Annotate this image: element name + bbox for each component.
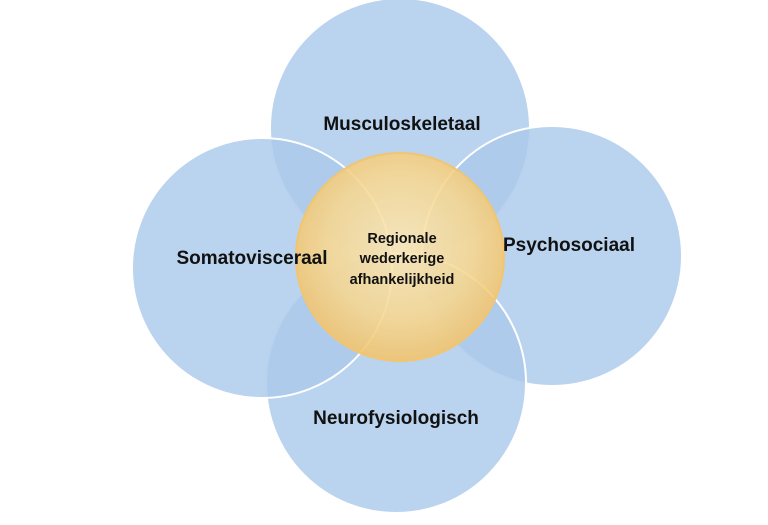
center-label-line-2: wederkerige (359, 251, 445, 267)
label-neurofysiologisch: Neurofysiologisch (313, 408, 479, 429)
label-somatovisceraal: Somatovisceraal (176, 248, 327, 269)
center-label-line-3: afhankelijkheid (350, 272, 455, 288)
label-psychosociaal: Psychosociaal (503, 235, 635, 256)
label-musculoskeletaal: Musculoskeletaal (323, 114, 480, 135)
center-label: Regionale wederkerige afhankelijkheid (350, 231, 455, 288)
center-label-line-1: Regionale (367, 231, 436, 247)
circle-center (295, 152, 505, 362)
